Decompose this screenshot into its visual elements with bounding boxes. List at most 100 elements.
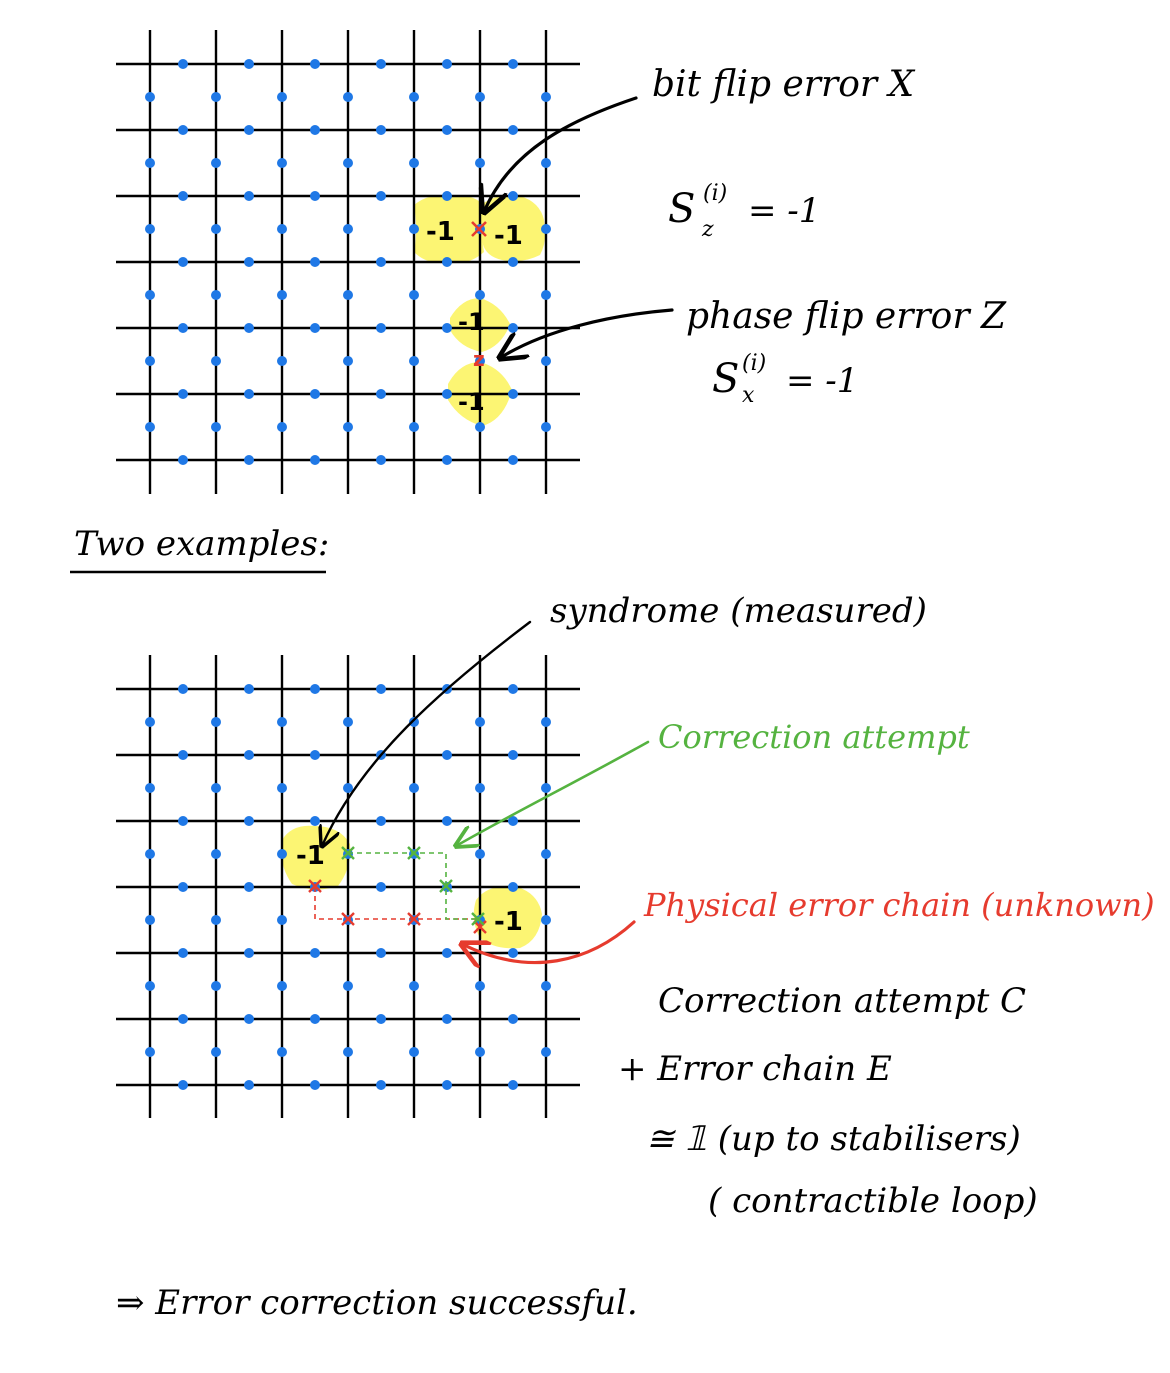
qubit-dot [310,816,320,826]
qubit-dot [409,1047,419,1057]
qubit-dot [178,389,188,399]
qubit-dot [145,717,155,727]
qubit-dot [442,1014,452,1024]
qubit-dot [409,224,419,234]
qubit-dot [310,125,320,135]
qubit-dot [409,783,419,793]
bit-flip-label: bit flip error X [652,64,916,105]
qubit-dot [508,1080,518,1090]
phase-flip-error-marker: z [473,347,485,371]
qubit-dot [178,323,188,333]
qubit-dot [277,290,287,300]
qubit-dot [277,849,287,859]
sz-equation: S z (i) = -1 [668,181,820,242]
qubit-dot [244,257,254,267]
qubit-dot [178,125,188,135]
qubit-dot [409,422,419,432]
qubit-dot [145,915,155,925]
qubit-dot [145,1047,155,1057]
qubit-dot [310,1014,320,1024]
qubit-dot [310,684,320,694]
correction-markers [341,846,485,926]
qubit-dot [178,750,188,760]
qubit-dot [541,158,551,168]
qubit-dot [442,323,452,333]
qubit-dot [277,356,287,366]
qubit-dot [244,816,254,826]
svg-text:= -1: = -1 [748,191,820,231]
qubit-dot [376,389,386,399]
syndrome-label: syndrome (measured) [550,591,927,631]
qubit-dot [145,290,155,300]
qubit-dot [541,290,551,300]
syndrome-value: -1 [494,907,523,937]
qubit-dot [376,455,386,465]
qubit-dot [409,290,419,300]
qubit-dot [211,849,221,859]
syndrome-value: -1 [458,388,485,416]
qubit-dot [541,422,551,432]
bottom-lattice: -1 -1 [116,655,580,1118]
qubit-dot [508,257,518,267]
qubit-dot [376,684,386,694]
qubit-dot [145,224,155,234]
explanation-line: ≅ 𝟙 (up to stabilisers) [646,1119,1021,1159]
qubit-dot [244,59,254,69]
qubit-dot [508,125,518,135]
syndrome-value: -1 [426,217,455,247]
qubit-dot [211,783,221,793]
qubit-dot [376,816,386,826]
qubit-dot [475,158,485,168]
syndrome-value: -1 [494,221,523,251]
qubit-dot [376,1080,386,1090]
qubit-dot [442,750,452,760]
qubit-dot [211,158,221,168]
top-qubits [145,59,551,465]
qubit-dot [211,92,221,102]
qubit-dot [475,717,485,727]
qubit-dot [310,1080,320,1090]
qubit-dot [376,125,386,135]
syndrome-value: -1 [296,841,325,871]
qubit-dot [442,125,452,135]
qubit-dot [244,125,254,135]
qubit-dot [178,816,188,826]
qubit-dot [508,389,518,399]
qubit-dot [244,684,254,694]
qubit-dot [343,356,353,366]
qubit-dot [211,915,221,925]
qubit-dot [244,323,254,333]
physical-error-chain [314,887,481,927]
qubit-dot [541,915,551,925]
qubit-dot [409,981,419,991]
qubit-dot [145,783,155,793]
qubit-dot [343,422,353,432]
qubit-dot [178,455,188,465]
svg-text:S: S [668,186,695,232]
qubit-dot [343,717,353,727]
qubit-dot [541,717,551,727]
svg-text:x: x [742,383,755,408]
qubit-dot [508,59,518,69]
qubit-dot [541,92,551,102]
qubit-dot [475,290,485,300]
qubit-dot [376,191,386,201]
qubit-dot [277,422,287,432]
syndrome-value: -1 [458,308,485,336]
qubit-dot [211,356,221,366]
qubit-dot [310,191,320,201]
qubit-dot [277,783,287,793]
svg-text:z: z [701,217,714,242]
qubit-dot [277,915,287,925]
qubit-dot [178,257,188,267]
qubit-dot [310,389,320,399]
qubit-dot [475,356,485,366]
qubit-dot [442,816,452,826]
qubit-dot [277,1047,287,1057]
qubit-dot [541,783,551,793]
qubit-dot [244,1014,254,1024]
qubit-dot [541,981,551,991]
qubit-dot [211,290,221,300]
qubit-dot [277,981,287,991]
qubit-dot [145,849,155,859]
